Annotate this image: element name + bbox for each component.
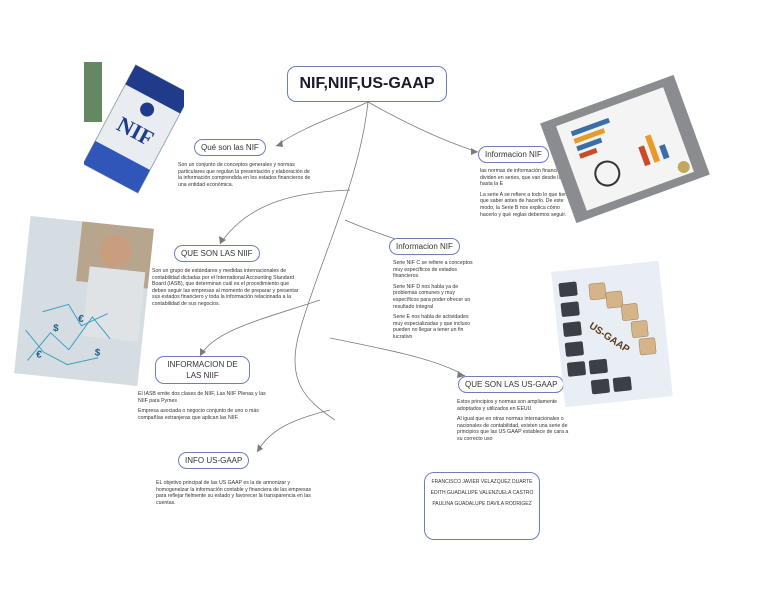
nif-book-image: NIF xyxy=(84,62,184,202)
node-informacion-nif-2: Informacion NIF xyxy=(389,238,460,255)
node-que-son-nif: Qué son las NIF xyxy=(194,139,266,156)
us-gaap-keyboard-image: US-GAAP xyxy=(548,258,676,410)
node-info-us-gaap: INFO US-GAAP xyxy=(178,452,250,469)
desc-text: Serie NIF D nos habla ya de problemas co… xyxy=(393,283,471,310)
desc-text: Son un grupo de estándares y medidas int… xyxy=(152,268,299,307)
desc-informacion-nif-1: las normas de información financiera se … xyxy=(480,168,578,222)
node-informacion-nif-1: Informacion NIF xyxy=(478,146,549,163)
desc-text: las normas de información financiera se … xyxy=(480,168,572,188)
svg-text:$: $ xyxy=(52,323,59,335)
desc-text: Al igual que en otras normas internacion… xyxy=(457,416,569,442)
infographic-image xyxy=(540,74,710,224)
node-que-son-niif: QUE SON LAS NIIF xyxy=(174,245,260,262)
desc-text: Empresa asociada o negocio conjunto de u… xyxy=(138,408,259,421)
central-topic: NIF,NIIF,US-GAAP xyxy=(287,66,447,102)
author-name: FRANCISCO JAVIER VELAZQUEZ DUARTE xyxy=(431,479,533,485)
desc-que-son-niif: Son un grupo de estándares y medidas int… xyxy=(152,268,302,312)
author-name: PAULINA GUADALUPE DAVILA RODRIGEZ xyxy=(432,501,532,507)
desc-text: Estos principios y normas son ampliament… xyxy=(457,399,558,412)
node-informacion-niif: INFORMACION DE LAS NIIF xyxy=(155,356,250,384)
desc-que-son-nif: Son un conjunto de conceptos generales y… xyxy=(178,162,314,192)
svg-text:€: € xyxy=(78,314,85,326)
desc-text: Serie NIF C se refiere a conceptos muy e… xyxy=(393,260,473,280)
author-name: EDITH GUADALUPE VALENZUELA CASTRO xyxy=(430,490,534,496)
desc-informacion-nif-2: Serie NIF C se refiere a conceptos muy e… xyxy=(393,260,479,345)
desc-text: La serie A se refiere a todo lo que tien… xyxy=(480,191,573,218)
desc-info-us-gaap: EL objetivo principal de las US GAAP es … xyxy=(156,480,314,510)
desc-text: Son un conjunto de conceptos generales y… xyxy=(178,162,311,188)
desc-informacion-niif: El IASB emite dos clases de NIIF, Las NI… xyxy=(138,391,268,425)
desc-text: El IASB emite dos clases de NIIF, Las NI… xyxy=(138,391,266,404)
svg-text:€: € xyxy=(36,349,43,361)
desc-text: EL objetivo principal de las US GAAP es … xyxy=(156,480,312,506)
currency-network-image: $ € $ € xyxy=(14,216,154,386)
svg-text:$: $ xyxy=(94,347,101,359)
authors-box: FRANCISCO JAVIER VELAZQUEZ DUARTE EDITH … xyxy=(424,472,540,540)
desc-text: Serie E nos habla de actividades muy esp… xyxy=(393,314,470,340)
desc-que-son-us-gaap: Estos principios y normas son ampliament… xyxy=(457,399,569,447)
